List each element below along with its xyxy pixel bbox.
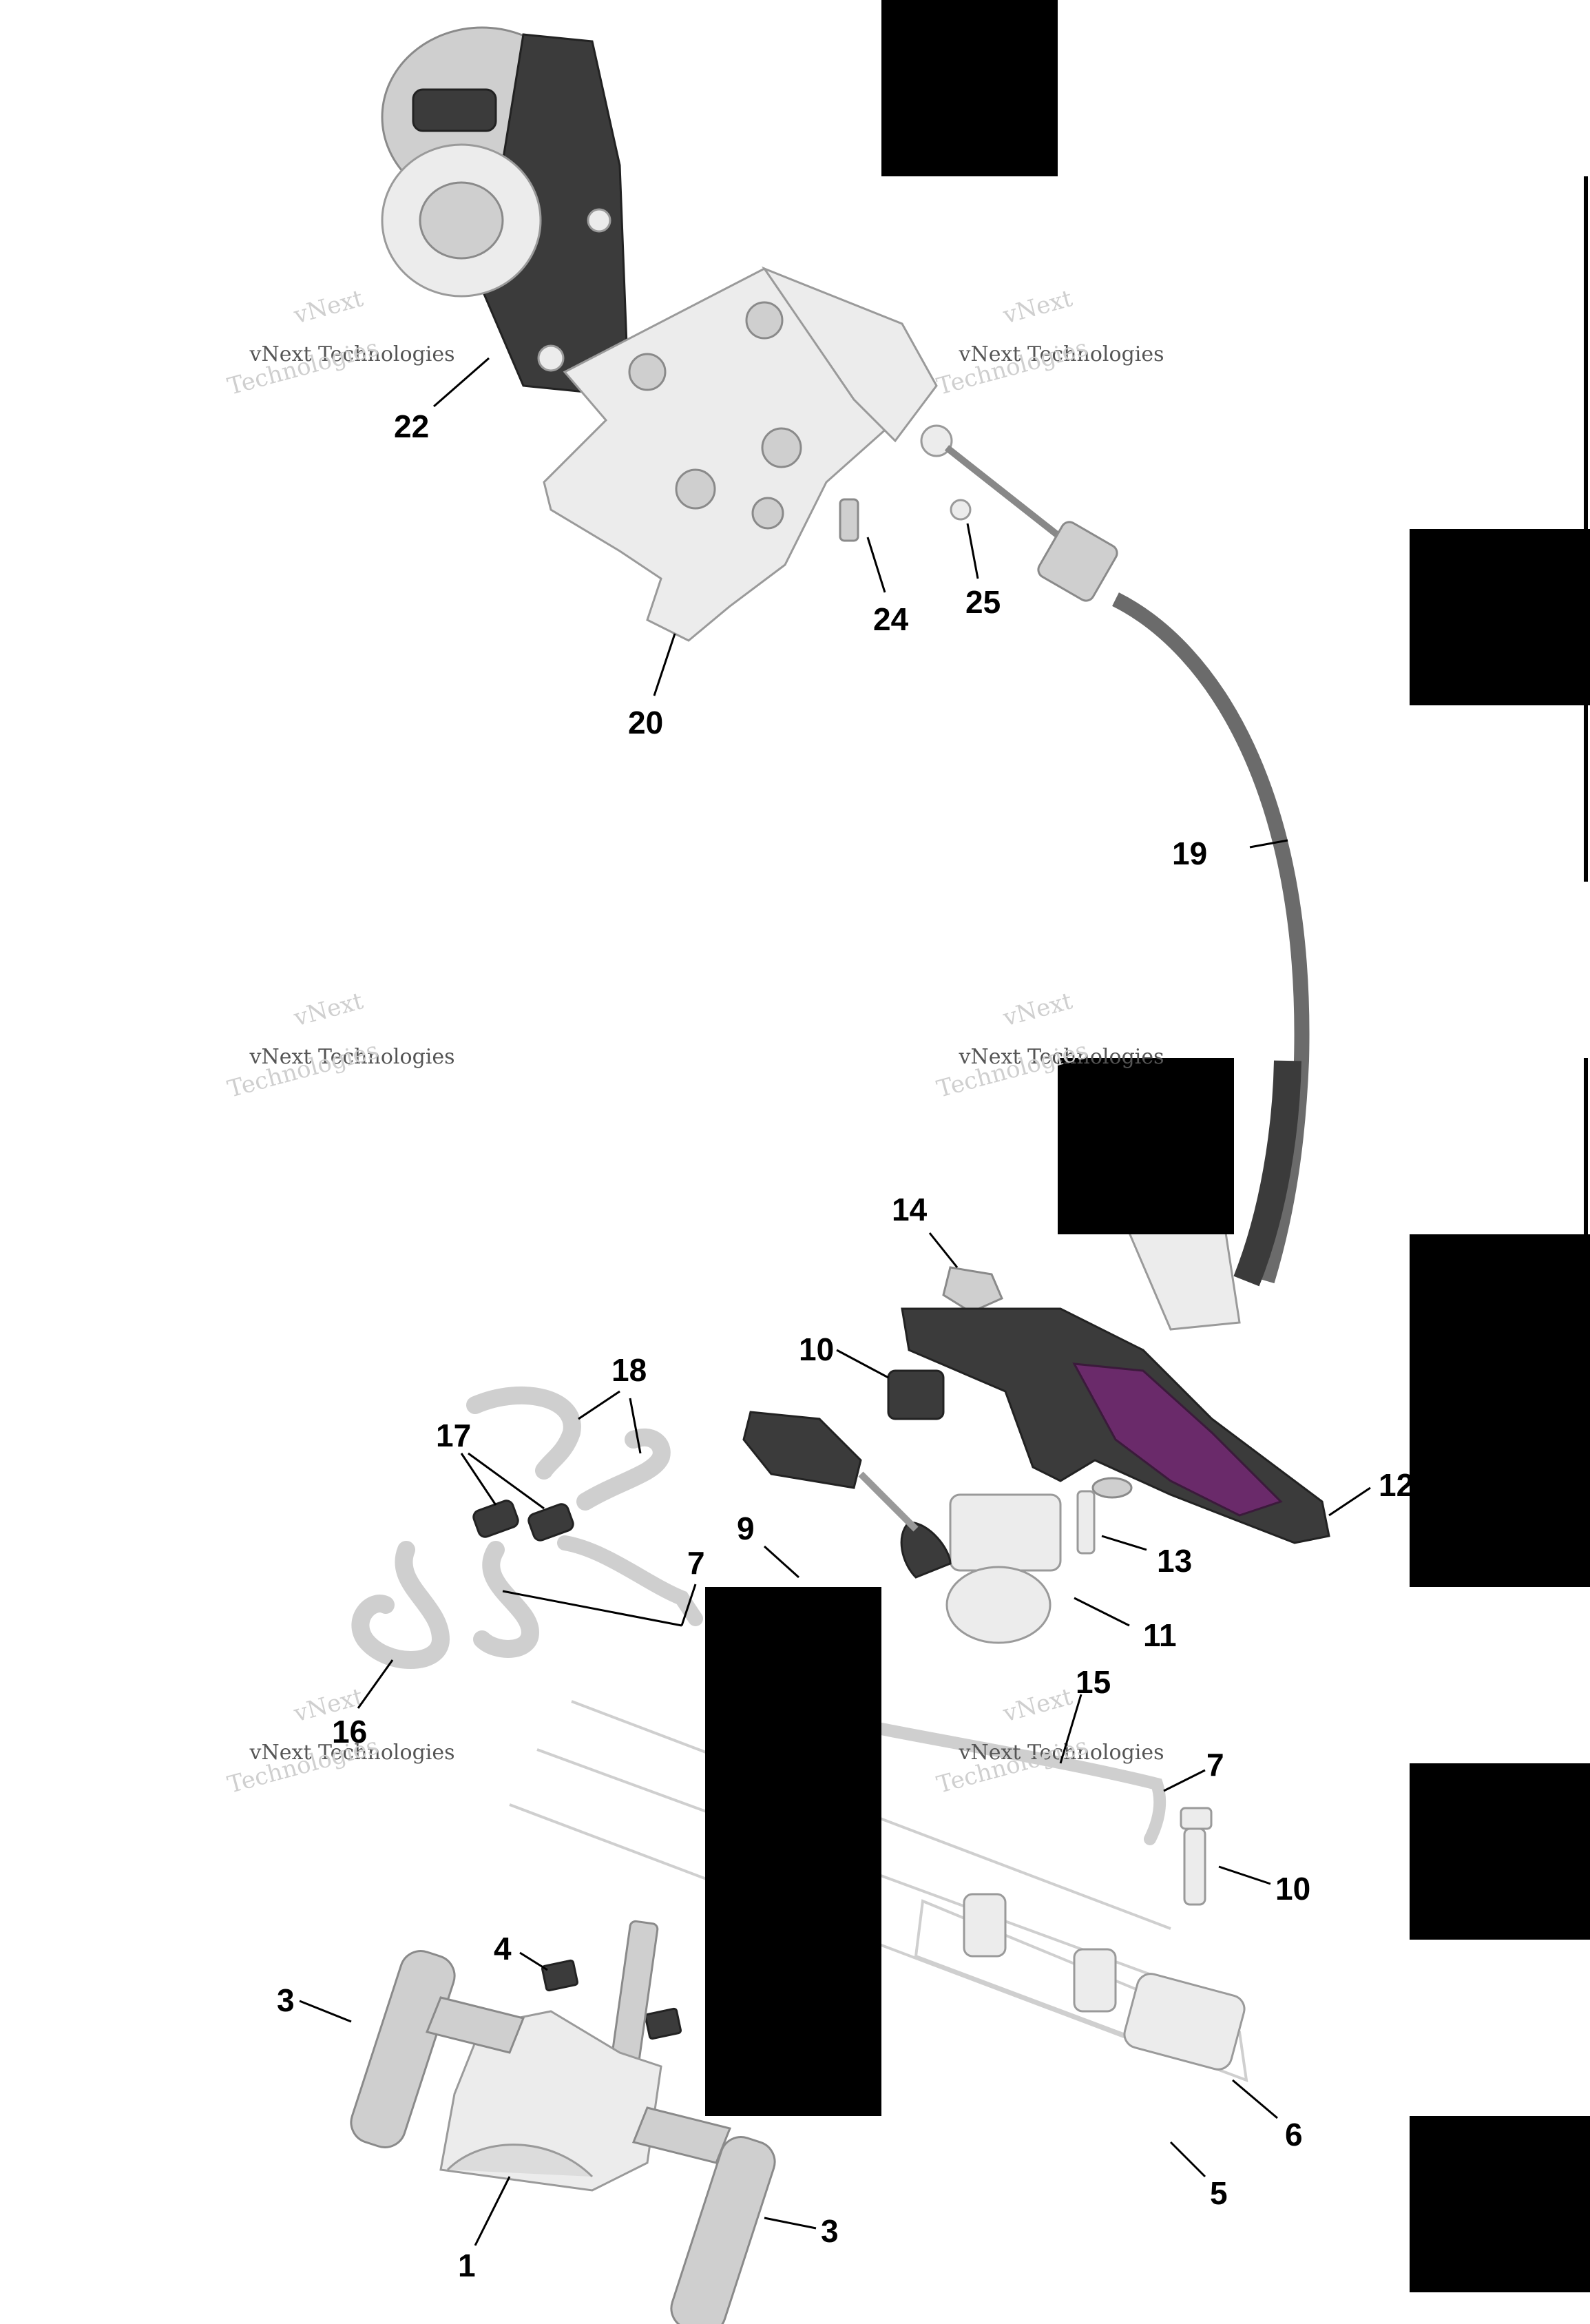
leader-line-9 — [763, 1545, 800, 1579]
leader-line-5 — [1169, 2141, 1206, 2178]
callout-7a: 7 — [687, 1545, 705, 1581]
part-24-stud — [839, 498, 859, 542]
leader-line-16 — [1059, 1694, 1082, 1764]
purple-accent-region — [1072, 1362, 1283, 1517]
part-16-line — [875, 1723, 1167, 1845]
part-20-cable — [920, 424, 1310, 1287]
callout-24: 24 — [873, 601, 909, 637]
callout-1: 1 — [458, 2248, 476, 2283]
part-10-bolt — [1180, 1807, 1213, 1906]
leader-line-19b — [629, 1398, 642, 1454]
callout-18: 17 — [436, 1418, 471, 1453]
leader-line-14 — [1101, 1535, 1147, 1551]
watermark-line: vNext Technologies — [959, 1045, 1164, 1069]
leader-line-7a-2 — [502, 1590, 682, 1627]
part-3-pin-left — [350, 1950, 456, 2148]
watermark: vNext vNext Technologies Technologies — [934, 284, 1164, 401]
leader-line-25 — [966, 523, 979, 579]
part-13-housing — [901, 1232, 1330, 1544]
leader-line-7b — [1163, 1769, 1206, 1792]
part-18-valves — [472, 1500, 574, 1542]
part-17-vacuum-line — [351, 1535, 703, 1669]
leader-line-24 — [866, 537, 886, 593]
part-14-bolt — [1076, 1477, 1133, 1555]
redaction-block — [881, 0, 1058, 176]
leader-line-15 — [928, 1232, 959, 1268]
leader-lines — [299, 357, 1371, 2246]
callout-19: 18 — [611, 1352, 647, 1388]
callout-20: 19 — [1172, 836, 1207, 871]
watermark-brand: vNext — [1000, 1683, 1076, 1728]
watermark: vNext vNext Technologies Technologies — [224, 284, 455, 401]
leader-line-3b — [764, 2217, 817, 2230]
part-23-actuator-motor — [381, 26, 628, 394]
part-1-fork-body — [425, 1920, 732, 2192]
leader-line-17 — [357, 1659, 394, 1709]
redaction-block — [705, 1587, 881, 2116]
watermark-line: vNext Technologies — [249, 1045, 455, 1069]
leader-line-18a — [460, 1453, 497, 1506]
callout-12: 11 — [1143, 1617, 1177, 1653]
callout-23: 22 — [394, 408, 429, 444]
leader-line-4 — [519, 1951, 548, 1971]
callout-7b: 7 — [1206, 1747, 1224, 1783]
part-12-sensor — [742, 1411, 1062, 1644]
watermark: vNext vNext Technologies Technologies — [224, 987, 455, 1103]
redaction-block — [1058, 1058, 1234, 1234]
leader-line-18b — [468, 1452, 545, 1510]
leader-line-22 — [653, 633, 676, 696]
redaction-blocks — [705, 0, 1590, 2292]
edge-bar — [1584, 1058, 1588, 1234]
part-3-pin-right — [670, 2136, 776, 2324]
callout-25: 25 — [965, 584, 1001, 620]
callout-3a: 3 — [277, 1982, 295, 2018]
watermark-line: vNext Technologies — [249, 342, 455, 366]
callout-labels: 22 20 24 25 19 14 10 18 17 12 9 7 13 11 … — [277, 408, 1414, 2283]
callout-17: 16 — [332, 1714, 367, 1750]
watermark-brand: vNext — [291, 284, 366, 329]
watermark-brand: vNext — [1000, 987, 1076, 1032]
watermark-line: vNext Technologies — [249, 1741, 455, 1765]
callout-22: 20 — [628, 705, 663, 740]
redaction-block — [1410, 1763, 1590, 1940]
leader-line-19a — [578, 1390, 620, 1420]
callout-5: 5 — [1210, 2175, 1228, 2211]
leader-line-10 — [1218, 1865, 1271, 1885]
leader-line-13 — [1328, 1486, 1371, 1517]
part-25-washer — [950, 499, 972, 521]
watermark-brand: vNext — [291, 987, 366, 1032]
callout-3b: 3 — [821, 2213, 839, 2249]
part-11-bushing — [887, 1369, 945, 1420]
leader-line-3a — [299, 2000, 352, 2023]
callout-16: 15 — [1076, 1664, 1111, 1700]
leader-line-6 — [1232, 2079, 1278, 2119]
redaction-block — [1410, 1234, 1590, 1587]
callout-15: 14 — [892, 1192, 928, 1227]
part-22-bracket — [543, 266, 938, 642]
callout-9: 9 — [737, 1511, 755, 1546]
redaction-block — [1410, 529, 1590, 705]
callout-14: 13 — [1157, 1543, 1192, 1579]
part-19-hoses — [466, 1386, 671, 1511]
watermark-brand: vNext — [1000, 284, 1076, 329]
leader-line-20 — [1249, 839, 1288, 849]
leader-line-11 — [836, 1349, 889, 1379]
edge-bar — [1584, 176, 1588, 882]
part-4-springs — [541, 1959, 682, 2040]
part-15-nut — [942, 1266, 1003, 1314]
callout-11: 10 — [799, 1331, 834, 1367]
leader-line-1 — [474, 2176, 511, 2246]
leader-line-7a — [680, 1584, 697, 1626]
callout-6: 6 — [1285, 2117, 1303, 2152]
watermark-line: vNext Technologies — [959, 342, 1164, 366]
redaction-block — [1410, 2116, 1590, 2292]
leader-line-12 — [1074, 1597, 1130, 1627]
callout-13: 12 — [1379, 1467, 1414, 1503]
leader-line-23 — [433, 357, 490, 408]
callout-10: 10 — [1275, 1871, 1310, 1907]
callout-4: 4 — [494, 1931, 512, 1967]
